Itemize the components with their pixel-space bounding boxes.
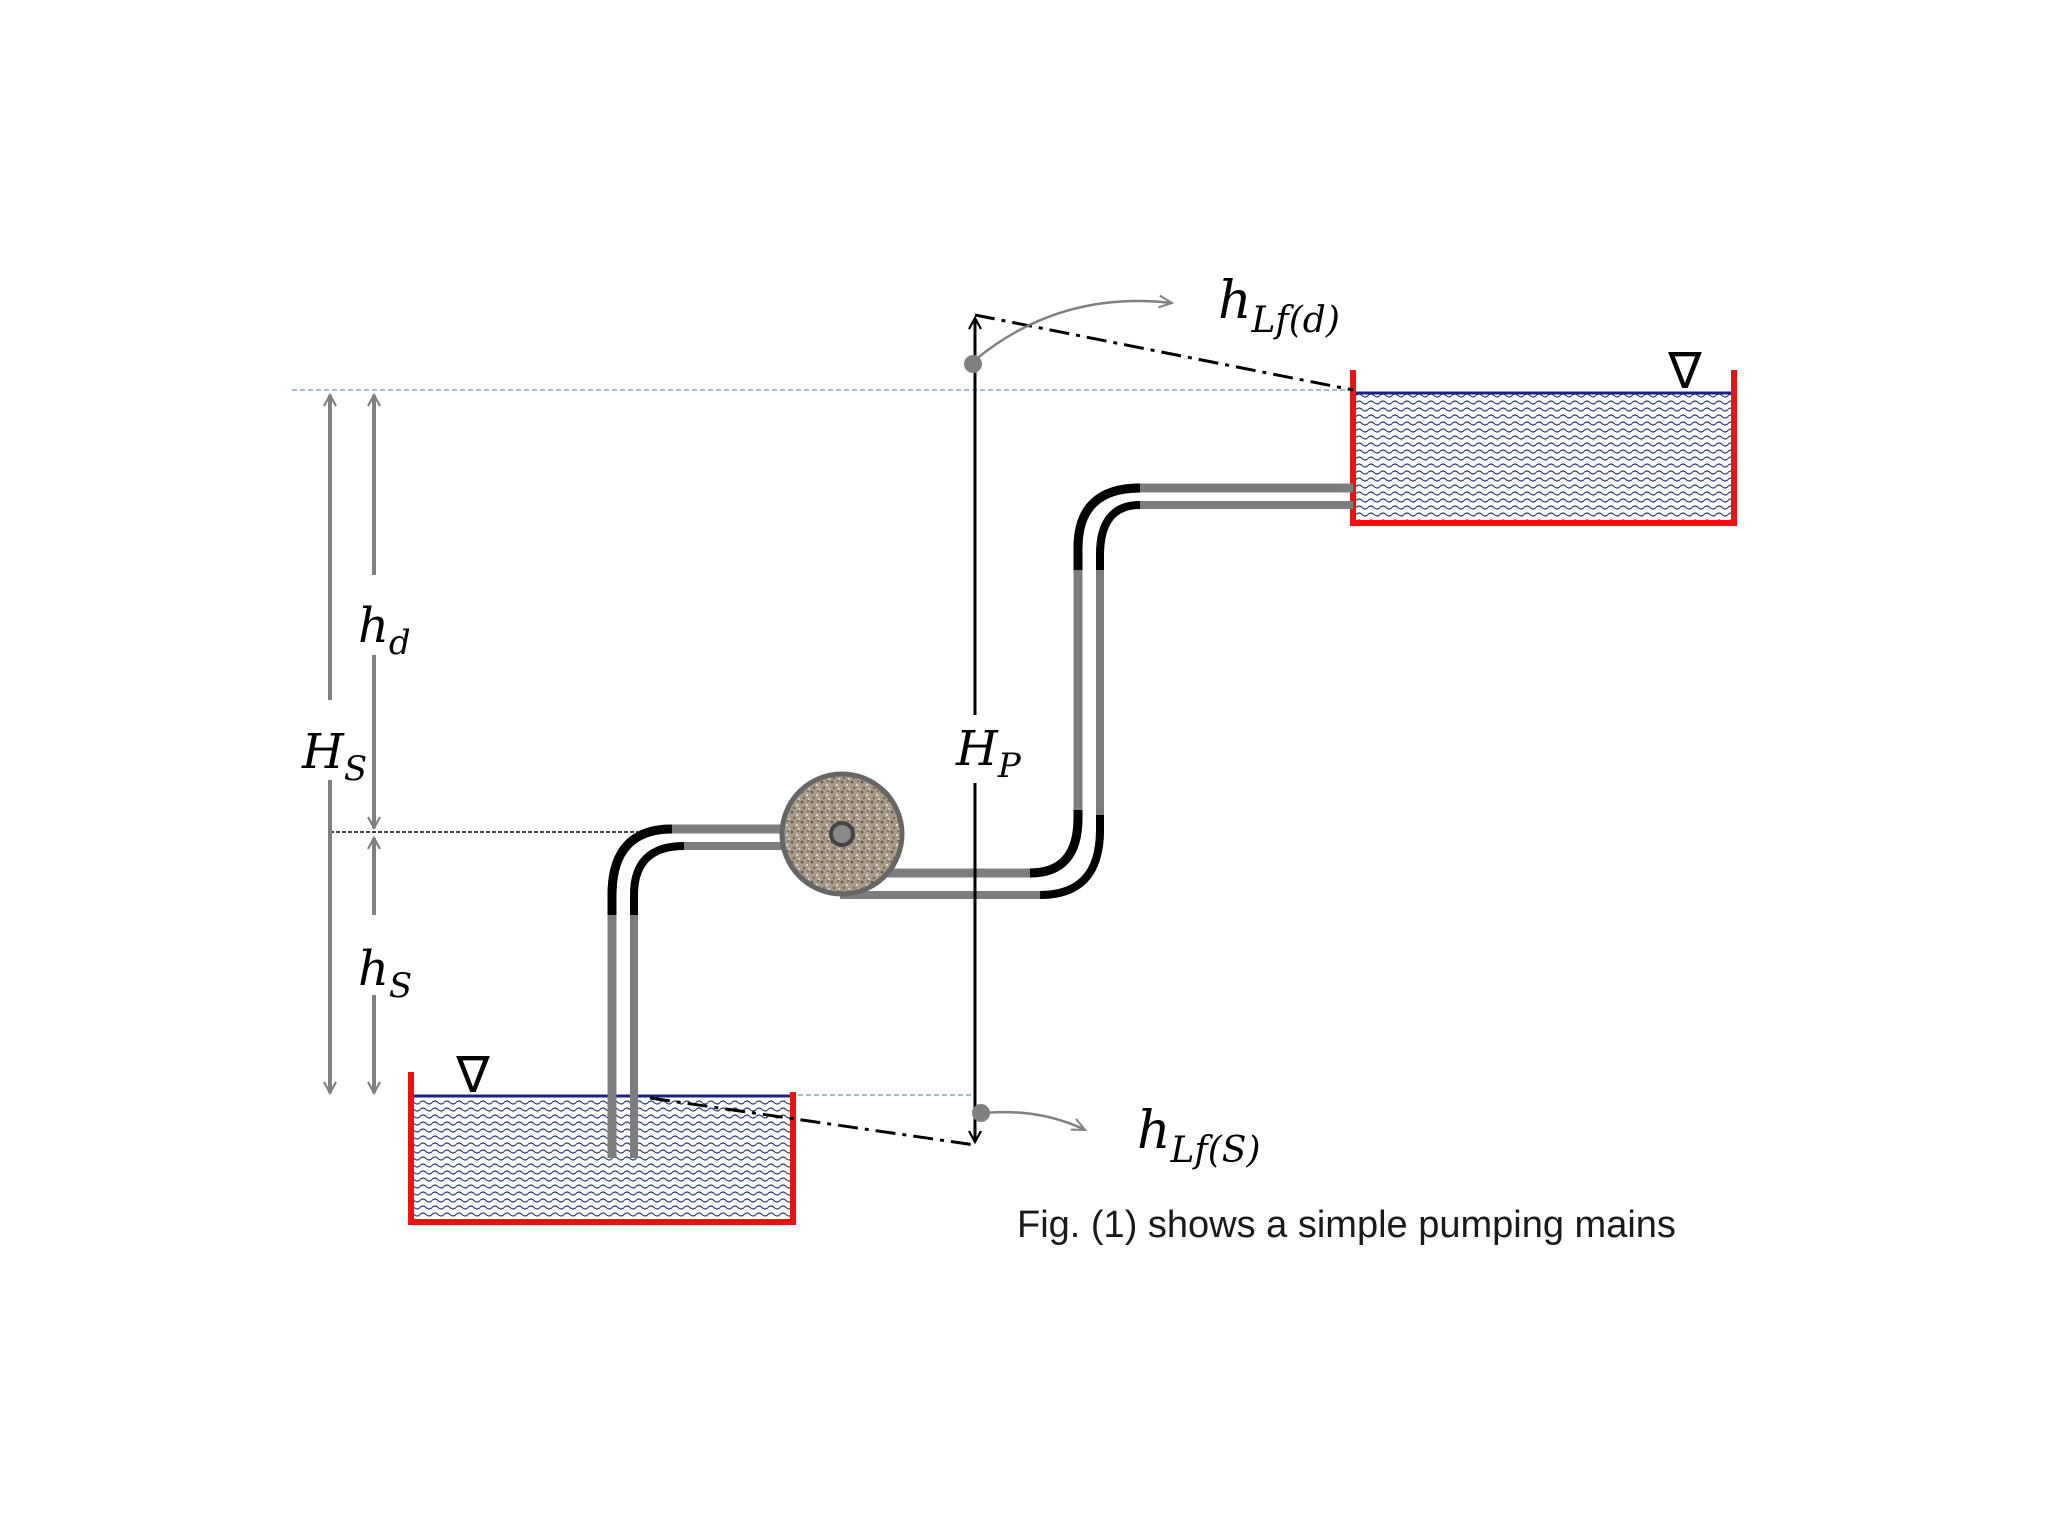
delivery-loss-leader-arrow bbox=[974, 301, 1172, 361]
lower-reservoir-water bbox=[411, 1097, 791, 1220]
upper-reservoir: ∇ bbox=[1350, 342, 1737, 526]
suction-head-label: hS bbox=[358, 941, 412, 1006]
delivery-pipe bbox=[840, 483, 1353, 899]
suction-head-label-background bbox=[350, 915, 420, 995]
suction-friction-loss-label: hLf(S) bbox=[1137, 1101, 1260, 1171]
suction-loss-leader-arrow bbox=[982, 1110, 1085, 1132]
upper-reservoir-water bbox=[1353, 393, 1732, 521]
delivery-head-label-background bbox=[350, 575, 420, 655]
pump-hub bbox=[829, 821, 855, 847]
static-head-label: HS bbox=[301, 724, 367, 789]
delivery-friction-loss-line bbox=[974, 313, 1354, 392]
pump-head-label: HP bbox=[955, 721, 1022, 786]
lower-reservoir-walls bbox=[408, 1072, 796, 1225]
delivery-head-label: hd bbox=[358, 598, 411, 663]
suction-loss-point bbox=[972, 1104, 990, 1122]
static-head-label-background bbox=[300, 700, 360, 780]
upper-reservoir-walls bbox=[1350, 370, 1737, 526]
upper-water-level-symbol: ∇ bbox=[1667, 342, 1702, 400]
pump-head-label-background bbox=[950, 715, 1010, 783]
suction-friction-loss-line bbox=[649, 1096, 976, 1147]
pump bbox=[779, 771, 905, 897]
lower-water-level-symbol: ∇ bbox=[455, 1046, 490, 1104]
figure-caption: Fig. (1) shows a simple pumping mains bbox=[1017, 1204, 1676, 1246]
delivery-friction-loss-label: hLf(d) bbox=[1218, 271, 1340, 341]
lower-reservoir: ∇ bbox=[408, 1046, 796, 1225]
suction-pipe bbox=[607, 824, 845, 1158]
